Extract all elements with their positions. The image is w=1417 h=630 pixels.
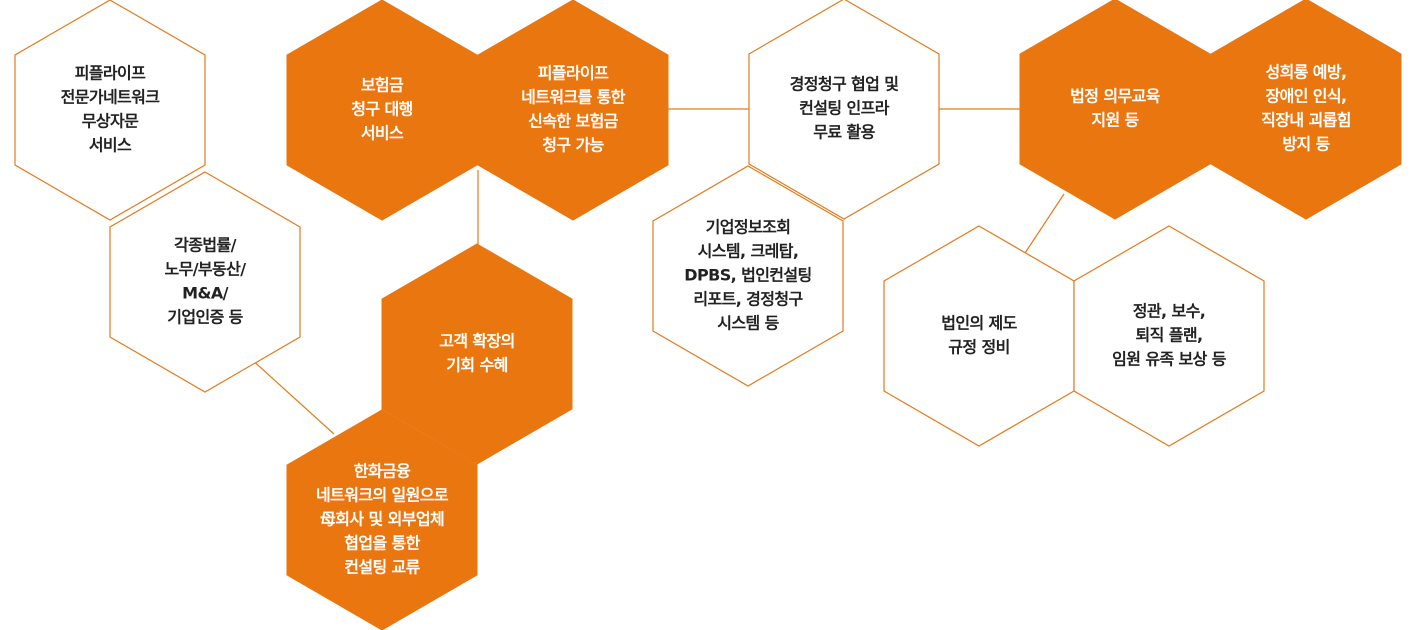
hex-corporate-regulations-shape xyxy=(883,225,1075,447)
hex-harassment-prevention-label-line: 방지 등 xyxy=(1282,135,1330,154)
hex-company-info-systems-label-line: 시스템, 크레탑, xyxy=(698,242,799,261)
hex-hanwha-network-label-line: 협업을 통한 xyxy=(344,534,420,553)
hex-articles-compensation-label-line: 정관, 보수, xyxy=(1133,302,1205,321)
hex-legal-labor-services-label-line: 노무/부동산/ xyxy=(164,260,246,279)
hex-harassment-prevention-label-line: 성희롱 예방, xyxy=(1265,63,1346,82)
hex-legal-labor-services-label-line: M&A/ xyxy=(182,284,228,303)
hex-hanwha-network-label-line: 컨설팅 교류 xyxy=(344,558,420,577)
hex-insurance-claim-agency-label-line: 보험금 xyxy=(361,76,404,95)
hex-peopleslife-expert-network-label-line: 피플라이프 xyxy=(75,64,146,83)
hex-legal-labor-services-label-line: 기업인증 등 xyxy=(167,308,243,327)
hex-customer-expansion-shape xyxy=(381,243,573,465)
hex-hanwha-network-label-line: 네트워크의 일원으로 xyxy=(316,486,449,505)
hex-mandatory-education-shape xyxy=(1019,0,1211,220)
hex-harassment-prevention-label-line: 직장내 괴롭힘 xyxy=(1261,111,1351,130)
hex-customer-expansion-label-line: 고객 확장의 xyxy=(439,332,515,351)
connector-line xyxy=(1024,193,1065,254)
hex-hanwha-network-label-line: 한화금융 xyxy=(354,462,411,481)
hex-corporate-regulations-label-line: 규정 정비 xyxy=(948,338,1009,357)
hex-peopleslife-expert-network-shape xyxy=(14,0,206,221)
hex-company-info-systems-label-line: DPBS, 법인컨설팅 xyxy=(684,266,811,285)
hex-insurance-claim-agency-shape xyxy=(286,0,478,221)
hex-legal-labor-services-shape xyxy=(109,171,301,393)
hex-harassment-prevention-label-line: 장애인 인식, xyxy=(1265,87,1346,106)
hex-hanwha-network-shape xyxy=(286,409,478,630)
hex-fast-insurance-claim-label-line: 피플라이프 xyxy=(538,64,609,83)
hex-fast-insurance-claim-label-line: 청구 가능 xyxy=(542,136,604,155)
hex-corporate-regulations-label-line: 법인의 제도 xyxy=(941,314,1017,333)
hex-mandatory-education-label-line: 지원 등 xyxy=(1091,111,1139,130)
hex-articles-compensation-label-line: 퇴직 플랜, xyxy=(1136,326,1203,345)
hex-insurance-claim-agency-label-line: 서비스 xyxy=(361,124,404,143)
hex-peopleslife-expert-network-label-line: 전문가네트워크 xyxy=(61,88,161,107)
hex-legal-labor-services: 각종법률/노무/부동산/M&A/기업인증 등 xyxy=(109,171,301,393)
hex-insurance-claim-agency-label-line: 청구 대행 xyxy=(351,100,412,119)
hex-articles-compensation-label-line: 임원 유족 보상 등 xyxy=(1112,350,1227,369)
hex-fast-insurance-claim-label-line: 네트워크를 통한 xyxy=(521,88,626,107)
connector-lines xyxy=(249,108,1065,435)
hexagon-group: 피플라이프전문가네트워크무상자문서비스각종법률/노무/부동산/M&A/기업인증 … xyxy=(14,0,1402,630)
hex-management-consulting-infra-label-line: 경정청구 협업 및 xyxy=(790,75,899,94)
hex-harassment-prevention-shape xyxy=(1210,0,1402,220)
hex-company-info-systems-label-line: 시스템 등 xyxy=(717,314,779,333)
hex-company-info-systems-label-line: 리포트, 경정청구 xyxy=(693,290,803,309)
hex-peopleslife-expert-network-label-line: 무상자문 xyxy=(82,112,139,131)
hex-articles-compensation: 정관, 보수, 퇴직 플랜, 임원 유족 보상 등 xyxy=(1073,225,1265,447)
hex-customer-expansion-label-line: 기회 수혜 xyxy=(446,356,507,375)
hex-hanwha-network-label-line: 母회사 및 외부업체 xyxy=(320,510,444,529)
hex-company-info-systems-label-line: 기업정보조회 xyxy=(706,218,791,237)
hex-fast-insurance-claim-label-line: 신속한 보험금 xyxy=(528,112,619,131)
hex-mandatory-education-label-line: 법정 의무교육 xyxy=(1070,87,1161,106)
hex-legal-labor-services-label-line: 각종법률/ xyxy=(174,236,236,255)
hex-management-consulting-infra-shape xyxy=(748,0,940,220)
hex-articles-compensation-shape xyxy=(1073,225,1265,447)
hex-peopleslife-expert-network-label-line: 서비스 xyxy=(89,136,132,155)
hex-management-consulting-infra-label-line: 컨설팅 인프라 xyxy=(799,99,890,118)
hex-fast-insurance-claim-shape xyxy=(477,0,669,221)
hex-management-consulting-infra-label-line: 무료 활용 xyxy=(813,123,875,142)
connector-line xyxy=(249,357,335,435)
hex-company-info-systems-shape xyxy=(652,165,844,387)
